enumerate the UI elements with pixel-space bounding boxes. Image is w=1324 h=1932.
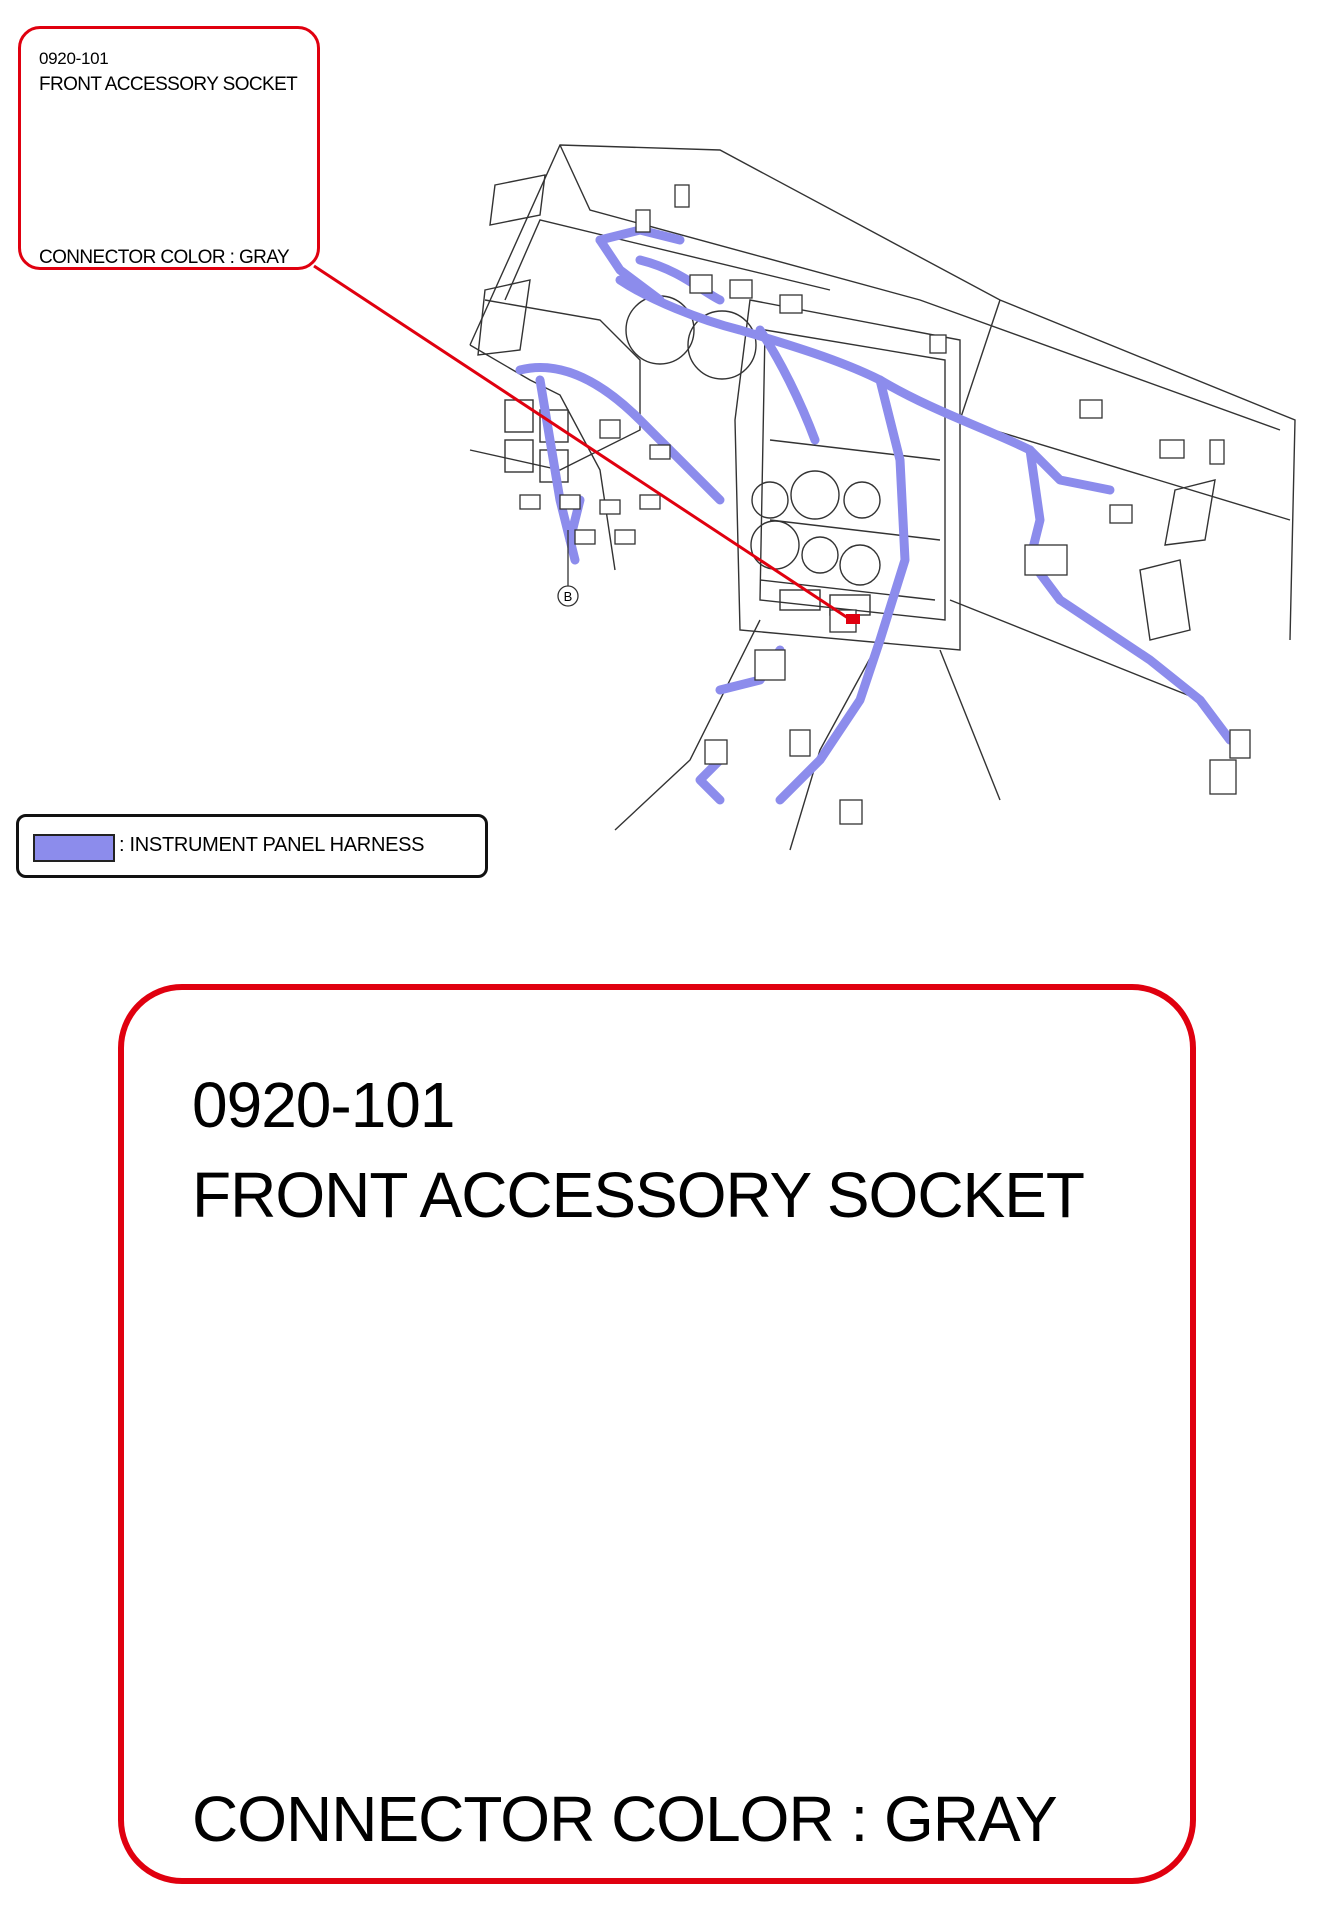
- connector-code-large: 0920-101: [192, 1069, 455, 1141]
- harness-legend: : INSTRUMENT PANEL HARNESS: [16, 814, 488, 878]
- harness-legend-label: : INSTRUMENT PANEL HARNESS: [119, 834, 425, 856]
- harness-legend-swatch: [33, 834, 115, 862]
- connector-name-large: FRONT ACCESSORY SOCKET: [192, 1159, 1085, 1231]
- dashboard-outline: [469, 144, 1296, 851]
- connector-callout-small: 0920-101 FRONT ACCESSORY SOCKET CONNECTO…: [18, 26, 320, 270]
- callout-leader-line: [313, 264, 855, 624]
- connector-code: 0920-101: [39, 49, 109, 68]
- connector-callout-large: 0920-101 FRONT ACCESSORY SOCKET CONNECTO…: [118, 984, 1196, 1884]
- ground-marker: [557, 530, 579, 607]
- connector-name: FRONT ACCESSORY SOCKET: [39, 74, 298, 95]
- socket-location-marker: [846, 614, 860, 624]
- connector-color-large: CONNECTOR COLOR : GRAY: [192, 1783, 1058, 1855]
- ground-marker-label: B: [564, 589, 573, 604]
- connector-color: CONNECTOR COLOR : GRAY: [39, 247, 290, 268]
